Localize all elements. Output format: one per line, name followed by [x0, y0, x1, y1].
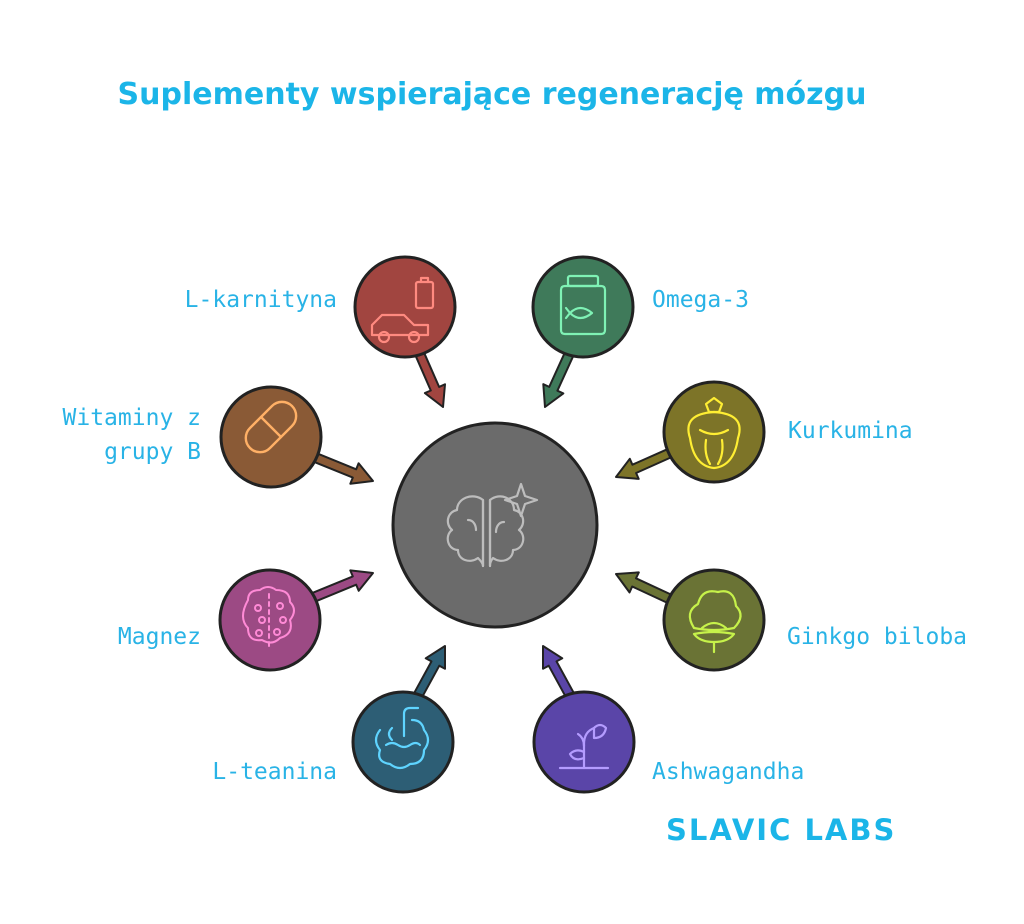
supplement-node-kurkumina: [662, 380, 766, 484]
ginkgo-leaf-icon: [688, 590, 742, 654]
center-node: [391, 421, 599, 629]
supplement-node-ashwagandha: [532, 690, 636, 794]
turmeric-root-icon: [687, 396, 741, 470]
fish-oil-jar-icon: [559, 274, 607, 336]
arrow-magnez: [309, 569, 374, 604]
supplement-node-magnez: [218, 568, 322, 672]
wilted-plant-icon: [558, 723, 610, 770]
supplement-label-ashwagandha: Ashwagandha: [652, 759, 805, 785]
supplement-label-ginkgo-biloba: Ginkgo biloba: [787, 624, 968, 650]
supplement-node-l-teanina: [351, 690, 455, 794]
supplement-label-l-karnityna: L-karnityna: [184, 287, 337, 313]
cells-icon: [242, 586, 295, 647]
supplement-node-ginkgo-biloba: [662, 568, 766, 672]
brain-wave-icon: [374, 706, 430, 770]
car-battery-icon: [370, 276, 435, 344]
diagram-title: Suplementy wspierające regenerację mózgu: [117, 77, 867, 112]
arrow-ginkgo-biloba: [615, 571, 675, 606]
arrow-witaminy-b: [311, 451, 374, 485]
arrow-l-karnityna: [412, 347, 446, 408]
capsule-icon: [244, 400, 298, 454]
brain-sparkle-icon: [446, 482, 539, 568]
supplement-label-omega-3: Omega-3: [652, 287, 749, 313]
supplement-label-witaminy-b: Witaminy z grupy B: [62, 405, 201, 465]
arrows: [309, 347, 675, 703]
supplement-label-l-teanina: L-teanina: [212, 759, 337, 785]
supplement-node-l-karnityna: [353, 255, 457, 359]
arrow-l-teanina: [411, 645, 446, 703]
supplement-node-witaminy-b: [219, 385, 323, 489]
arrow-kurkumina: [615, 446, 675, 480]
supplement-node-omega-3: [531, 255, 635, 359]
brand-logo: SLAVIC LABS: [666, 813, 897, 847]
supplement-label-kurkumina: Kurkumina: [788, 418, 913, 444]
arrow-omega-3: [542, 347, 577, 408]
supplement-label-magnez: Magnez: [117, 624, 201, 650]
